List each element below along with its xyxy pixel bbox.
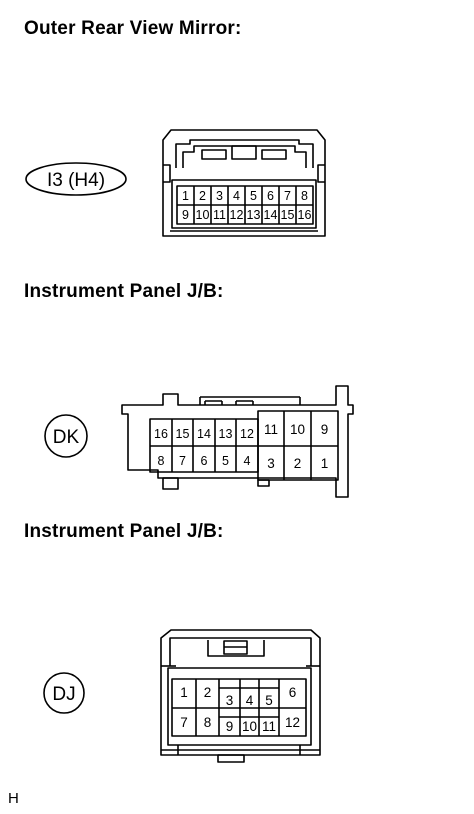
connector-tag-i3-h4: I3 (H4) (47, 170, 105, 191)
pin-label: 8 (204, 715, 212, 730)
pin-label: 1 (180, 685, 188, 700)
pin-label: 8 (158, 454, 165, 468)
pin-label: 11 (213, 208, 226, 222)
pin-label: 7 (284, 189, 291, 203)
connector-tag-dj: DJ (52, 684, 75, 705)
pin-label: 2 (204, 685, 212, 700)
pin-label: 10 (242, 719, 257, 734)
pin-label: 1 (321, 456, 329, 471)
connector-tag-bubble-dj (43, 672, 85, 714)
pin-label: 14 (264, 208, 278, 222)
pin-label: 4 (246, 693, 254, 708)
pin-label: 15 (176, 427, 190, 441)
pin-label: 9 (226, 719, 234, 734)
pin-label: 1 (182, 189, 189, 203)
pin-label: 9 (182, 208, 189, 222)
pin-label: 7 (179, 454, 186, 468)
pin-label: 6 (267, 189, 274, 203)
pin-label: 3 (267, 456, 275, 471)
pin-label: 16 (154, 427, 168, 441)
section-title-outer-rear-view-mirror: Outer Rear View Mirror: (24, 18, 242, 39)
pin-label: 16 (298, 208, 312, 222)
connector-tag-dk: DK (53, 427, 80, 448)
pin-label: 15 (281, 208, 295, 222)
pin-label: 2 (294, 456, 302, 471)
pin-label: 6 (201, 454, 208, 468)
pin-label: 3 (226, 693, 234, 708)
pin-label: 6 (289, 685, 297, 700)
pin-label: 12 (285, 715, 300, 730)
pin-label: 4 (233, 189, 240, 203)
pin-label: 11 (262, 719, 276, 734)
section-title-instrument-panel-jb-dj: Instrument Panel J/B: (24, 521, 224, 542)
pin-label: 10 (290, 422, 305, 437)
pin-label: 13 (247, 208, 261, 222)
pin-label: 5 (250, 189, 257, 203)
connector-dk-housing (121, 385, 354, 498)
connector-tag-bubble-i3-h4 (25, 162, 127, 196)
pin-label: 9 (321, 422, 329, 437)
pin-label: 11 (264, 422, 278, 437)
pin-label: 7 (180, 715, 188, 730)
pin-label: 12 (230, 208, 244, 222)
pin-label: 4 (244, 454, 251, 468)
pin-label: 3 (216, 189, 223, 203)
pin-label: 10 (196, 208, 210, 222)
pin-label: 2 (199, 189, 206, 203)
pin-label: 12 (240, 427, 254, 441)
pin-label: 5 (222, 454, 229, 468)
pin-label: 8 (301, 189, 308, 203)
connector-i3-h4-housing (162, 129, 326, 237)
connector-dj-housing (160, 629, 321, 763)
pin-label: 14 (197, 427, 211, 441)
figure-code: H (8, 790, 19, 807)
pin-label: 5 (265, 693, 273, 708)
connector-tag-bubble-dk (44, 414, 88, 458)
pin-label: 13 (219, 427, 233, 441)
section-title-instrument-panel-jb-dk: Instrument Panel J/B: (24, 281, 224, 302)
